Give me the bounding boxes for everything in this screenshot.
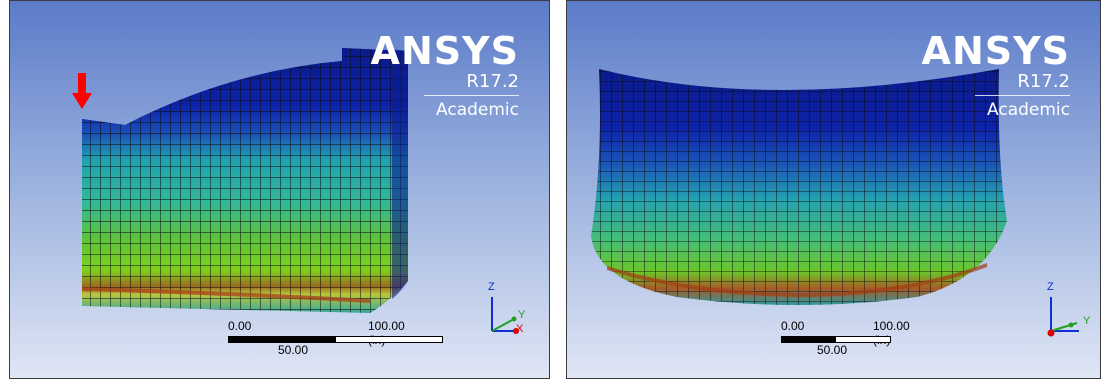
logo-version: R17.2 [466,71,519,92]
axis-x-label: X [516,323,524,335]
logo-version: R17.2 [1017,71,1070,92]
axis-z-label: Z [488,281,495,293]
logo-name: ANSYS [921,29,1070,73]
scale-mid: 50.00 [817,343,848,357]
left-viewport[interactable]: ANSYS R17.2 Academic 0.00 100.00 (in) 50… [9,0,550,379]
right-model-render[interactable] [567,1,1101,379]
axis-y-label: Y [518,309,526,321]
axis-triad: Z Y [1045,281,1097,341]
axis-z-label: Z [1047,281,1054,293]
axis-y-label: Y [1083,315,1091,327]
logo-divider [975,95,1070,96]
logo-edition: Academic [436,100,519,120]
ansys-logo: ANSYS R17.2 Academic [922,31,1070,120]
axis-triad: Z Y X [486,281,536,341]
red-arrow-icon [72,73,92,109]
scale-mid: 50.00 [278,343,309,357]
axis-triad-icon [1047,297,1079,337]
logo-divider [424,95,519,96]
scale-start: 0.00 [781,319,805,333]
ansys-logo: ANSYS R17.2 Academic [371,31,519,120]
scale-bar-graphic [228,336,443,343]
logo-edition: Academic [987,100,1070,120]
scale-start: 0.00 [228,319,252,333]
scale-bar-graphic [781,336,891,343]
right-viewport[interactable]: ANSYS R17.2 Academic 0.00 100.00 (in) 50… [566,0,1101,379]
left-model-render[interactable] [10,1,550,379]
axis-triad-icon [491,297,519,334]
logo-name: ANSYS [370,29,519,73]
